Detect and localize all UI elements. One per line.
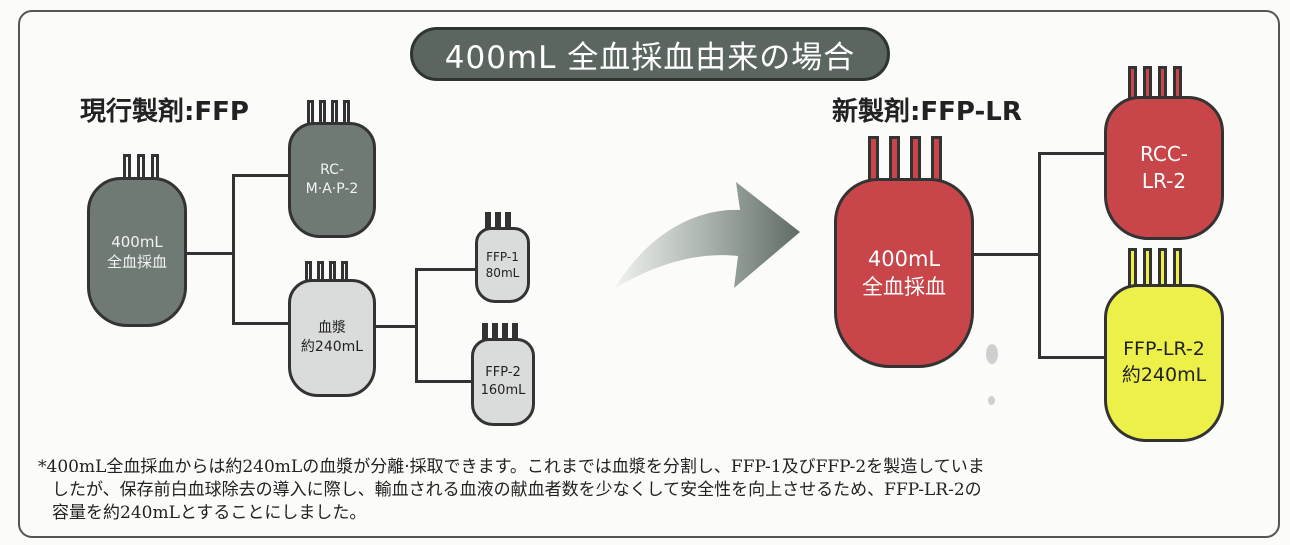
connector-line [232, 322, 288, 325]
ffp1-bag-tubes [485, 212, 511, 230]
current-whole-blood-bag: 400mL 全血採血 [87, 177, 187, 327]
rc-map-bag: RC- M·A·P-2 [288, 122, 376, 238]
connector-line [1038, 152, 1041, 358]
ffp2-bag: FFP-2 160mL [471, 338, 535, 426]
connector-line [415, 268, 475, 271]
ffp1-bag: FFP-1 80mL [475, 227, 530, 303]
rc-map-bag-tubes [307, 100, 350, 124]
footnote: *400mL全血採血からは約240mLの血漿が分離·採取できます。これまでは血漿… [38, 456, 1268, 525]
ffp2-bag-tubes [482, 323, 518, 341]
diagram-frame [18, 10, 1280, 538]
new-whole-blood-bag-tubes [868, 136, 942, 192]
connector-line [415, 380, 471, 383]
connector-line [187, 252, 233, 255]
new-product-label: 新製剤:FFP-LR [832, 97, 1022, 127]
plasma-bag-tubes [305, 261, 348, 281]
connector-line [415, 268, 418, 382]
connector-line [232, 174, 235, 324]
connector-line [974, 253, 1040, 256]
rcc-bag-tubes [1128, 66, 1182, 100]
ffp-lr-bag-tubes [1128, 248, 1182, 288]
connector-line [232, 174, 288, 177]
new-whole-blood-bag: 400mL 全血採血 [834, 178, 974, 368]
connector-line [1038, 152, 1104, 155]
current-product-label: 現行製剤:FFP [80, 97, 249, 127]
rcc-lr-bag: RCC- LR-2 [1104, 96, 1224, 240]
scan-spot [986, 344, 998, 364]
plasma-bag: 血漿 約240mL [288, 279, 376, 397]
connector-line [376, 325, 416, 328]
connector-line [1038, 356, 1104, 359]
footnote-line: *400mL全血採血からは約240mLの血漿が分離·採取できます。これまでは血漿… [38, 457, 985, 477]
scan-spot [988, 396, 995, 405]
footnote-line: 容量を約240mLとすることにしました。 [52, 502, 367, 523]
whole-blood-bag-tubes [123, 154, 159, 180]
transition-arrow-icon [615, 182, 800, 288]
diagram-title: 400mL 全血採血由来の場合 [410, 27, 890, 81]
footnote-line: したが、保存前白血球除去の導入に際し、輸血される血液の献血者数を少なくして安全性… [52, 479, 982, 500]
ffp-lr-bag: FFP-LR-2 約240mL [1104, 284, 1224, 442]
